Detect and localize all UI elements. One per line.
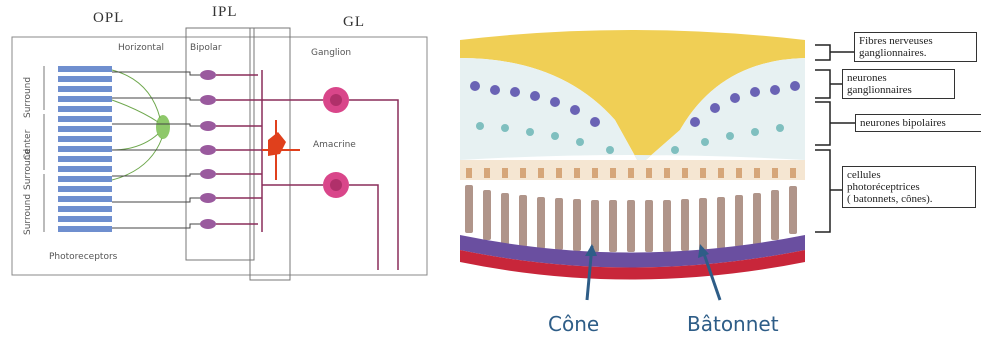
cone-label: Cône — [548, 312, 599, 336]
amacrine-label: Amacrine — [313, 140, 356, 150]
label-neurones-bipolaires: neurones bipolaires — [855, 114, 981, 132]
ganglion-label: Ganglion — [311, 48, 351, 58]
fibres-line-1: Fibres nerveuses — [859, 35, 972, 47]
neurones-gang-line-2: ganglionnaires — [847, 84, 950, 96]
label-cellules-photoreceptrices: cellules photoréceptrices ( batonnets, c… — [842, 166, 976, 208]
ipl-box — [186, 28, 254, 260]
surround-bottom-label: Surround — [23, 194, 33, 235]
label-fibres-nerveuses: Fibres nerveuses ganglionnaires. — [854, 32, 977, 62]
photo-line-2: photoréceptrices — [847, 181, 971, 193]
bipolar-label: Bipolar — [190, 43, 222, 53]
surround-mid-label: Surround — [23, 149, 33, 190]
synapse-wires — [112, 72, 200, 228]
photoreceptors-label: Photoreceptors — [49, 252, 117, 262]
surround-top-label: Surround — [23, 77, 33, 118]
neurones-gang-line-1: neurones — [847, 72, 950, 84]
bipolar-cells — [200, 70, 216, 229]
left-retina-circuit-diagram: OPL IPL GL — [0, 0, 440, 343]
batonnet-label: Bâtonnet — [687, 312, 779, 336]
rod-outer-segments — [465, 185, 797, 252]
bipolaires-line-1: neurones bipolaires — [860, 117, 977, 129]
photo-line-3: ( batonnets, cônes). — [847, 193, 971, 205]
label-neurones-ganglionnaires: neurones ganglionnaires — [842, 69, 955, 99]
right-retina-layers-diagram: Fibres nerveuses ganglionnaires. neurone… — [450, 0, 981, 343]
horizontal-cell — [156, 115, 170, 139]
photo-line-1: cellules — [847, 169, 971, 181]
photoreceptor-array — [58, 66, 112, 232]
fibres-line-2: ganglionnaires. — [859, 47, 972, 59]
horizontal-label: Horizontal — [118, 43, 164, 53]
